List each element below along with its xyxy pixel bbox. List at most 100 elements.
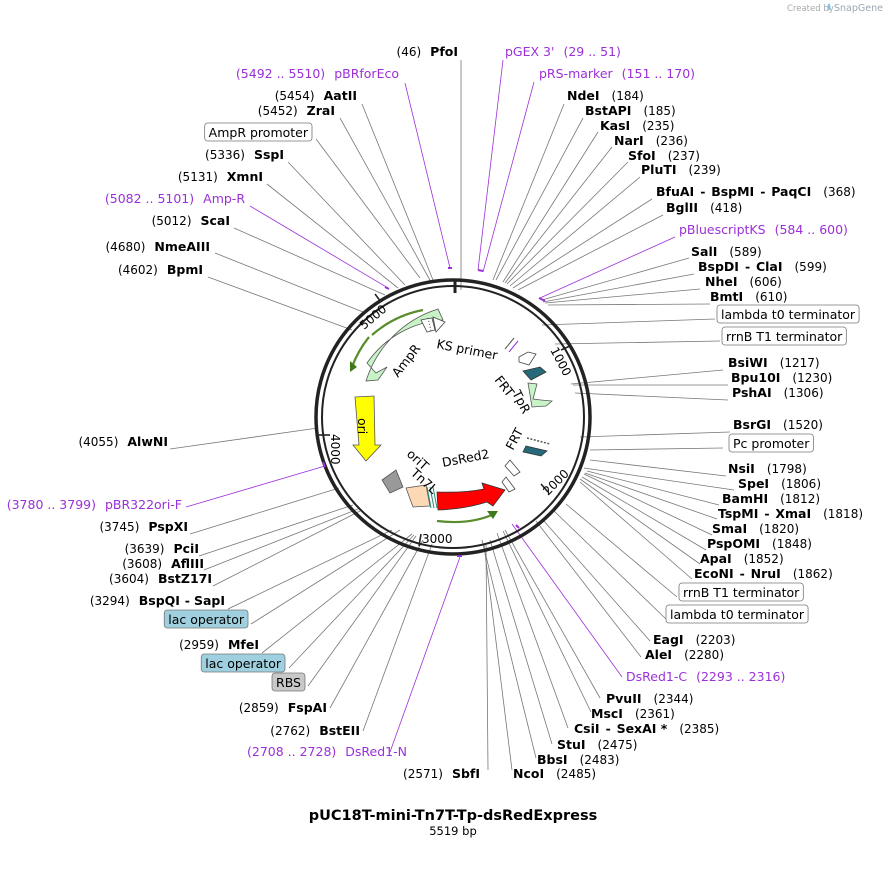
enzyme-position: (1520): [783, 418, 823, 432]
enzyme-position: (237): [668, 149, 700, 163]
map-label-spei[interactable]: SpeI(1806): [738, 476, 821, 491]
map-label-rrnb_a[interactable]: rrnB T1 terminator: [721, 326, 847, 346]
map-label-alei[interactable]: AleI(2280): [645, 647, 724, 662]
map-label-aflii[interactable]: AflIII (3608): [122, 556, 204, 571]
map-label-bamhi[interactable]: BamHI(1812): [722, 491, 820, 506]
map-label-kasi[interactable]: KasI(235): [600, 118, 675, 133]
enzyme-position: (2344): [654, 692, 694, 706]
map-label-zrai[interactable]: ZraI(5452): [258, 103, 335, 118]
snapgene-logo-icon: [827, 3, 831, 11]
map-label-nhei[interactable]: NheI(606): [705, 274, 782, 289]
map-label-pc_prom[interactable]: Pc promoter: [728, 433, 814, 453]
enzyme-position: (2475): [598, 738, 638, 752]
feature-name: AmpR promoter: [209, 125, 309, 140]
enzyme-position: (2280): [684, 648, 724, 662]
rrnb-top-icon: [504, 337, 519, 353]
primer-position: (5082 .. 5101): [105, 191, 194, 206]
map-label-ndei[interactable]: NdeI(184): [567, 88, 644, 103]
map-label-pbks[interactable]: pBluescriptKS(584 .. 600): [679, 222, 848, 237]
map-label-sali[interactable]: SalI(589): [691, 244, 762, 259]
map-label-prs[interactable]: pRS-marker(151 .. 170): [539, 66, 695, 81]
map-label-eagi[interactable]: EagI(2203): [653, 632, 735, 647]
map-label-ncoi[interactable]: NcoI(2485): [513, 766, 596, 781]
map-label-fspai[interactable]: FspAI(2859): [239, 700, 327, 715]
feature-name: lambda t0 terminator: [721, 307, 856, 322]
primer-name: pBR322ori-F: [105, 497, 182, 512]
map-label-apai[interactable]: ApaI(1852): [700, 551, 784, 566]
enzyme-position: (368): [823, 185, 855, 199]
map-label-mfei[interactable]: MfeI(2959): [179, 637, 259, 652]
map-label-ampr_prom[interactable]: AmpR promoter: [204, 122, 313, 142]
map-label-aatii[interactable]: AatII(5454): [275, 88, 357, 103]
map-label-bsteii[interactable]: BstEII(2762): [270, 723, 360, 738]
map-label-smai[interactable]: SmaI(1820): [712, 521, 799, 536]
map-label-bspdi[interactable]: BspDI-ClaI(599): [698, 259, 827, 274]
enzyme-name: NcoI: [513, 766, 544, 781]
map-label-nsii[interactable]: NsiI(1798): [728, 461, 807, 476]
enzyme-name: BstZ17I: [158, 571, 212, 586]
enzyme-position: (610): [755, 290, 787, 304]
dsred2-arrow: [436, 482, 506, 511]
map-label-pgex[interactable]: pGEX 3'(29 .. 51): [505, 44, 621, 59]
map-label-nari[interactable]: NarI(236): [614, 133, 688, 148]
map-label-bspqi[interactable]: SapI-BspQI(3294): [90, 593, 225, 608]
map-label-rbs[interactable]: RBS: [271, 672, 306, 692]
primer-position: (2708 .. 2728): [247, 744, 336, 759]
map-label-bpmi[interactable]: BpmI(4602): [118, 262, 203, 277]
map-label-pfoi[interactable]: PfoI(46): [397, 44, 458, 59]
map-label-scai[interactable]: ScaI(5012): [152, 213, 230, 228]
enzyme-position: (2203): [696, 633, 736, 647]
enzyme-name: SspI: [254, 147, 284, 162]
enzyme-position: (3608): [122, 557, 162, 571]
map-label-bsiwi[interactable]: BsiWI(1217): [728, 355, 820, 370]
map-label-dsred1n[interactable]: DsRed1-N(2708 .. 2728): [247, 744, 407, 759]
frt-bottom-icons: [501, 437, 551, 493]
map-label-pspomi[interactable]: PspOMI(1848): [707, 536, 812, 551]
map-label-pluti[interactable]: PluTI(239): [641, 162, 721, 177]
map-label-ampr_pr[interactable]: Amp-R(5082 .. 5101): [105, 191, 245, 206]
map-label-bpu10i[interactable]: Bpu10I(1230): [731, 370, 832, 385]
enzyme-name-2: ClaI: [756, 259, 783, 274]
map-label-pcii[interactable]: PciI(3639): [125, 541, 199, 556]
enzyme-position: (1852): [744, 552, 784, 566]
map-label-bglii[interactable]: BglII(418): [666, 200, 742, 215]
map-label-lt0_b[interactable]: lambda t0 terminator: [665, 604, 809, 624]
map-label-dsred1c[interactable]: DsRed1-C(2293 .. 2316): [626, 669, 785, 684]
dsred2-direction-icon: [487, 511, 498, 519]
map-label-econi[interactable]: EcoNI-NruI(1862): [694, 566, 833, 581]
map-label-lacop_b[interactable]: lac operator: [200, 653, 286, 673]
map-label-bsrgi[interactable]: BsrGI (1520): [733, 417, 823, 432]
outer-labels: PfoI(46) pGEX 3'(29 .. 51) pBRforEco(5492 …: [7, 44, 863, 781]
map-label-rrnb_b[interactable]: rrnB T1 terminator: [678, 582, 804, 602]
map-label-nmeaiii[interactable]: NmeAIII(4680): [106, 239, 211, 254]
enzyme-name: AflIII: [171, 556, 204, 571]
enzyme-name: BsrGI: [733, 417, 771, 432]
map-label-xmni[interactable]: XmnI(5131): [178, 169, 263, 184]
map-label-bbsi[interactable]: BbsI(2483): [537, 752, 619, 767]
map-label-bmti[interactable]: BmtI(610): [710, 289, 787, 304]
map-label-lacop_a[interactable]: lac operator: [163, 609, 249, 629]
enzyme-name: NdeI: [567, 88, 600, 103]
map-label-pspxi[interactable]: PspXI(3745): [99, 519, 188, 534]
enzyme-name: BbsI: [537, 752, 568, 767]
map-label-pvuii[interactable]: PvuII(2344): [606, 691, 693, 706]
enzyme-name: BspQI: [139, 593, 180, 608]
label-ks-primer: KS primer: [435, 336, 499, 363]
map-label-bstapi[interactable]: BstAPI(185): [585, 103, 676, 118]
enzyme-position: (5336): [205, 148, 245, 162]
map-label-bfuai[interactable]: BfuAI-BspMI-PaqCI(368): [656, 184, 856, 199]
map-label-sfoi[interactable]: SfoI(237): [628, 148, 700, 163]
map-label-alwni[interactable]: AlwNI(4055): [78, 434, 168, 449]
map-label-stui[interactable]: StuI(2475): [557, 737, 637, 752]
enzyme-name: BstEII: [319, 723, 360, 738]
map-label-sspi[interactable]: SspI (5336): [205, 147, 284, 162]
map-label-pshai[interactable]: PshAI(1306): [732, 385, 824, 400]
map-label-pbrfor[interactable]: pBRforEco(5492 .. 5510): [236, 66, 399, 81]
map-label-sbfi[interactable]: SbfI(2571): [403, 766, 480, 781]
map-label-tspmi[interactable]: TspMI-XmaI(1818): [718, 506, 863, 521]
map-label-lt0_a[interactable]: lambda t0 terminator: [716, 304, 860, 324]
map-label-pbr322[interactable]: pBR322ori-F(3780 .. 3799): [7, 497, 182, 512]
map-label-cslii[interactable]: CsiI-SexAI *(2385): [574, 721, 719, 736]
map-label-msci[interactable]: MscI(2361): [591, 706, 675, 721]
map-label-bstz17i[interactable]: BstZ17I(3604): [109, 571, 212, 586]
